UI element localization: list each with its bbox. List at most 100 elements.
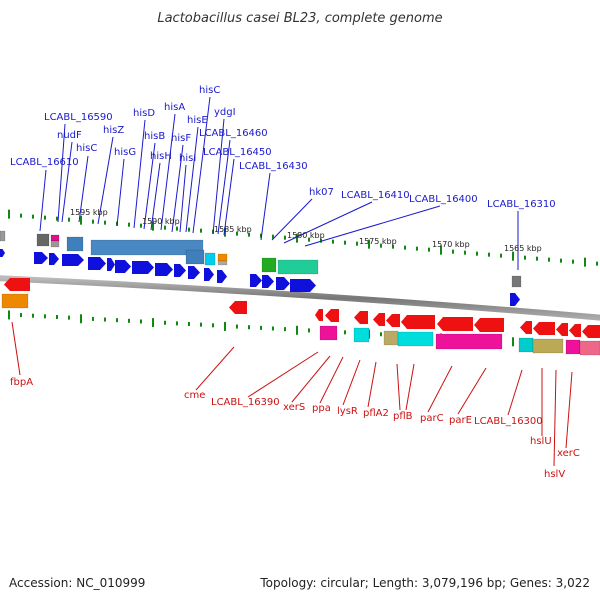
- scale-label: 1570 kbp: [432, 240, 470, 249]
- gene-box: [204, 252, 216, 266]
- scale-label: 1590 kbp: [142, 217, 180, 226]
- scale-tick: [536, 256, 538, 261]
- gene-label: xerC: [557, 448, 580, 459]
- scale-tick: [500, 253, 502, 258]
- scale-tick: [512, 337, 514, 347]
- gene-label: hslV: [544, 469, 565, 480]
- leader-line: [367, 361, 377, 408]
- gene-arrow: [132, 261, 154, 274]
- leader-line: [78, 155, 89, 223]
- scale-tick: [20, 213, 22, 218]
- gene-label: hisB: [144, 131, 165, 142]
- gene-label: LCABL_16590: [44, 112, 113, 123]
- gene-label: ppa: [312, 403, 331, 414]
- gene-label: hisC: [199, 85, 220, 96]
- leader-line: [247, 351, 319, 398]
- leader-line: [150, 162, 161, 231]
- scale-tick: [344, 240, 346, 245]
- leader-line: [192, 96, 211, 234]
- gene-box: [319, 325, 338, 341]
- scale-tick: [260, 325, 262, 330]
- gene-arrow: [533, 322, 555, 335]
- scale-ticks-reverse: [8, 310, 598, 351]
- gene-label: hisD: [133, 108, 155, 119]
- gene-box: [50, 240, 60, 248]
- scale-tick: [596, 261, 598, 266]
- scale-tick: [32, 313, 34, 318]
- leader-line: [61, 141, 73, 223]
- gene-label: LCABL_16410: [341, 190, 410, 201]
- gene-box: [217, 253, 228, 262]
- gene-arrow: [262, 275, 274, 288]
- gene-arrow: [520, 321, 532, 334]
- gene-box: [353, 327, 370, 343]
- scale-tick: [8, 310, 10, 320]
- gene-arrow: [401, 315, 435, 329]
- gene-arrow: [569, 324, 581, 337]
- label-leader-lines: [11, 96, 573, 467]
- leader-line: [143, 142, 156, 230]
- gene-label: hslU: [530, 436, 552, 447]
- gene-label: xerS: [283, 402, 305, 413]
- scale-label: 1565 kbp: [504, 244, 542, 253]
- gene-arrow: [188, 266, 200, 279]
- leader-line: [260, 172, 271, 241]
- gene-arrow: [556, 323, 568, 336]
- scale-tick: [368, 239, 370, 249]
- leader-line: [507, 369, 523, 416]
- scale-tick: [200, 322, 202, 327]
- gene-label: hk07: [309, 187, 334, 198]
- gene-label: lysR: [337, 406, 358, 417]
- scale-tick: [464, 250, 466, 255]
- scale-label: 1575 kbp: [359, 237, 397, 246]
- scale-tick: [176, 321, 178, 326]
- leader-line: [342, 359, 361, 406]
- leader-line: [133, 119, 146, 229]
- gene-label: pflB: [393, 411, 413, 422]
- gene-arrow: [437, 317, 473, 331]
- gene-label: hisZ: [103, 125, 124, 136]
- scale-tick: [56, 314, 58, 319]
- leader-line: [319, 356, 344, 404]
- scale-tick: [296, 325, 298, 335]
- scale-tick: [248, 325, 250, 330]
- gene-label: LCABL_16390: [211, 397, 280, 408]
- leader-line: [57, 123, 66, 223]
- gene-arrow: [115, 260, 131, 273]
- scale-tick: [380, 243, 382, 248]
- scale-tick: [212, 323, 214, 328]
- gene-label: hisA: [164, 102, 185, 113]
- scale-label: 1580 kbp: [287, 231, 325, 240]
- scale-tick: [236, 231, 238, 236]
- scale-tick: [104, 220, 106, 225]
- scale-tick: [164, 320, 166, 325]
- gene-arrow: [174, 264, 186, 277]
- gene-box: [511, 275, 522, 288]
- gene-arrow: [107, 258, 115, 271]
- gene-arrow: [290, 279, 316, 292]
- gene-arrow: [217, 270, 227, 283]
- scale-tick: [428, 247, 430, 252]
- scale-tick: [524, 255, 526, 260]
- gene-arrow: [0, 249, 5, 257]
- leader-line: [212, 118, 225, 235]
- gene-label: pflA2: [363, 408, 389, 419]
- leader-line: [171, 144, 184, 233]
- gene-label: hisI: [179, 153, 196, 164]
- gene-box: [518, 337, 534, 353]
- leader-line: [553, 369, 557, 467]
- leader-line: [160, 113, 176, 231]
- gene-label: hisF: [171, 133, 191, 144]
- leader-line: [179, 164, 187, 233]
- scale-label: 1595 kbp: [70, 208, 108, 217]
- scale-tick: [560, 258, 562, 263]
- leader-line: [405, 363, 415, 411]
- scale-tick: [344, 330, 346, 335]
- gene-arrow: [229, 301, 247, 314]
- gene-box: [36, 233, 50, 247]
- scale-ticks-forward: [8, 209, 598, 267]
- gene-box: [66, 236, 84, 252]
- scale-tick: [260, 233, 262, 238]
- gene-label: hisH: [150, 151, 172, 162]
- gene-box: [217, 260, 228, 266]
